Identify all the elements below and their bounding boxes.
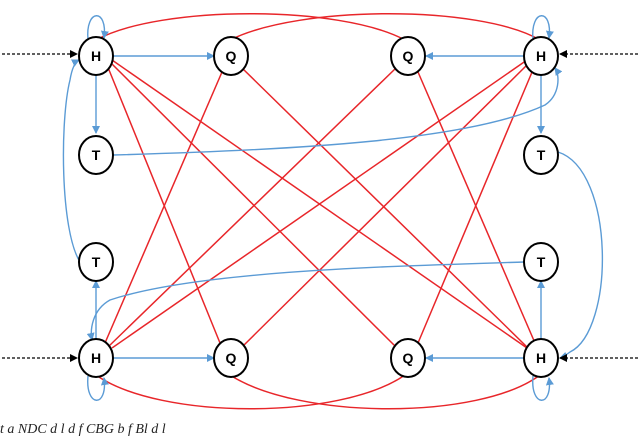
node-label: Q xyxy=(403,48,414,64)
red-line-h-tr-to-q-br xyxy=(417,64,536,344)
node-h-top-left: H xyxy=(78,36,114,76)
node-label: Q xyxy=(226,48,237,64)
red-arc-bottom-h-left-to-q-right xyxy=(95,374,406,410)
blue-self-loop-h-br xyxy=(532,375,554,401)
node-q-top-right: Q xyxy=(390,36,426,76)
node-q-bottom-right: Q xyxy=(390,338,426,378)
node-q-top-left: Q xyxy=(213,36,249,76)
blue-self-loop-h-tr xyxy=(532,15,554,41)
red-line-q-tl-to-h-br xyxy=(241,67,528,348)
node-label: H xyxy=(91,350,101,366)
red-line-h-tr-to-h-bl xyxy=(111,59,528,349)
blue-self-loop-h-tl xyxy=(87,15,109,41)
blue-arrow-t-l1-to-h-tr xyxy=(112,67,563,156)
red-line-q-tr-to-h-bl xyxy=(107,67,397,348)
node-label: T xyxy=(92,254,101,270)
node-label: H xyxy=(536,350,546,366)
node-label: T xyxy=(92,147,101,163)
red-line-h-tl-to-q-br xyxy=(109,61,397,348)
node-label: T xyxy=(537,147,546,163)
figure-caption: t a NDC d l d f CBG b f Bl d l xyxy=(0,422,166,437)
node-t-right-upper: T xyxy=(523,135,559,175)
red-line-q-tr-to-h-br xyxy=(417,71,536,344)
blue-arrow-t-r2-to-h-bl xyxy=(86,261,525,341)
node-q-bottom-left: Q xyxy=(213,338,249,378)
blue-edges xyxy=(62,15,604,401)
red-arc-bottom-q-left-to-h-right xyxy=(229,374,541,410)
node-h-bottom-right: H xyxy=(523,338,559,378)
node-label: H xyxy=(91,48,101,64)
node-t-left-lower: T xyxy=(78,242,114,282)
node-label: H xyxy=(536,48,546,64)
blue-arrow-t-l2-to-h-tl xyxy=(62,59,81,263)
blue-self-loop-h-bl xyxy=(87,375,109,401)
node-h-bottom-left: H xyxy=(78,338,114,378)
nodes: H Q Q H T T T T xyxy=(78,36,559,378)
red-line-h-tl-to-q-bl xyxy=(106,64,221,344)
red-arc-top-h-left-to-q-right xyxy=(95,13,406,41)
node-label: T xyxy=(537,254,546,270)
red-line-h-tr-to-q-bl xyxy=(241,61,531,348)
blue-arrow-t-r1-to-h-br xyxy=(557,151,604,360)
red-arc-top-q-left-to-h-right xyxy=(229,13,541,41)
node-label: Q xyxy=(226,350,237,366)
node-t-left-upper: T xyxy=(78,135,114,175)
red-line-q-tl-to-h-bl xyxy=(104,71,223,344)
red-edges xyxy=(95,13,541,410)
node-h-top-right: H xyxy=(523,36,559,76)
node-label: Q xyxy=(403,350,414,366)
dashed-inputs xyxy=(2,50,638,362)
node-t-right-lower: T xyxy=(523,242,559,282)
